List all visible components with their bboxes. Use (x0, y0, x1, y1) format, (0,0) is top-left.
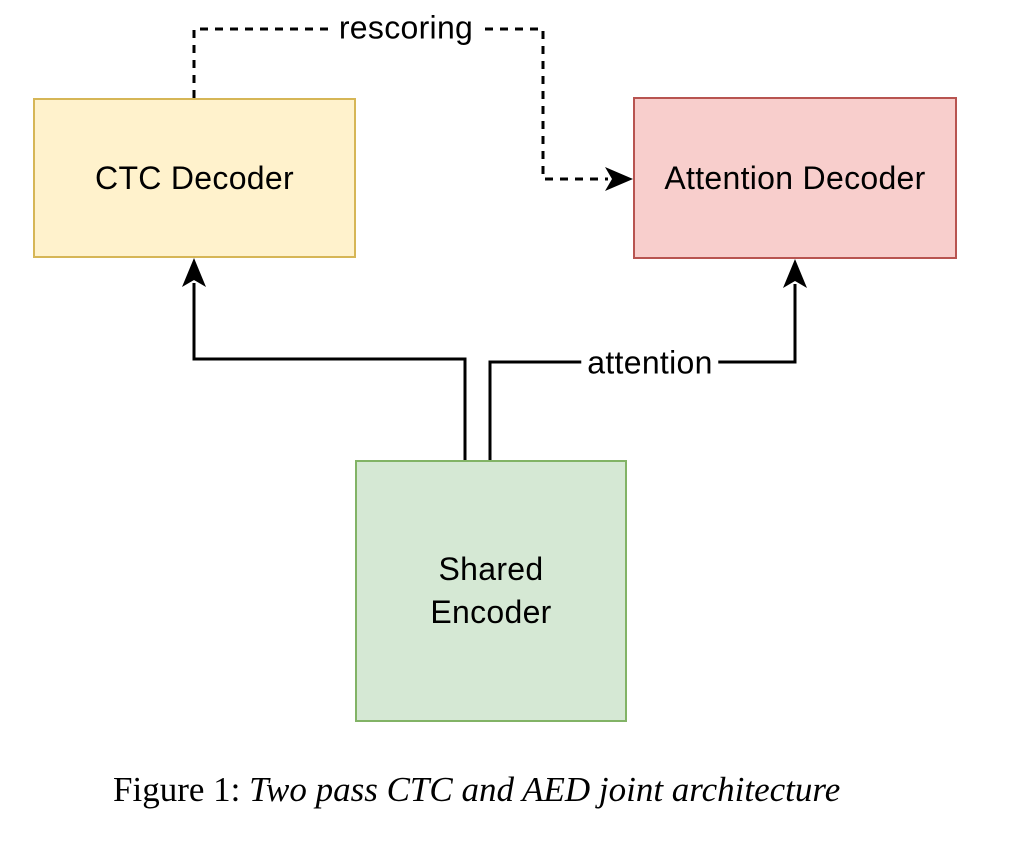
ctc-decoder-label: CTC Decoder (95, 159, 294, 196)
ctc-arrowhead-icon (182, 258, 206, 287)
attention-decoder-label: Attention Decoder (664, 159, 926, 196)
rescoring-edge-label: rescoring (332, 9, 480, 47)
ctc-decoder-node: CTC Decoder (33, 98, 356, 258)
attention-edge-label: attention (581, 344, 719, 382)
shared-encoder-label: Shared Encoder (430, 551, 552, 630)
rescoring-arrowhead-icon (605, 167, 633, 191)
figure-caption-prefix: Figure 1: (113, 770, 250, 809)
attention-decoder-node: Attention Decoder (633, 97, 957, 259)
figure-caption: Figure 1: Two pass CTC and AED joint arc… (113, 770, 840, 810)
figure-caption-title: Two pass CTC and AED joint architecture (249, 770, 841, 809)
attention-arrowhead-icon (783, 259, 807, 288)
shared-encoder-node: Shared Encoder (355, 460, 627, 722)
encoder-to-ctc-line (192, 283, 467, 460)
